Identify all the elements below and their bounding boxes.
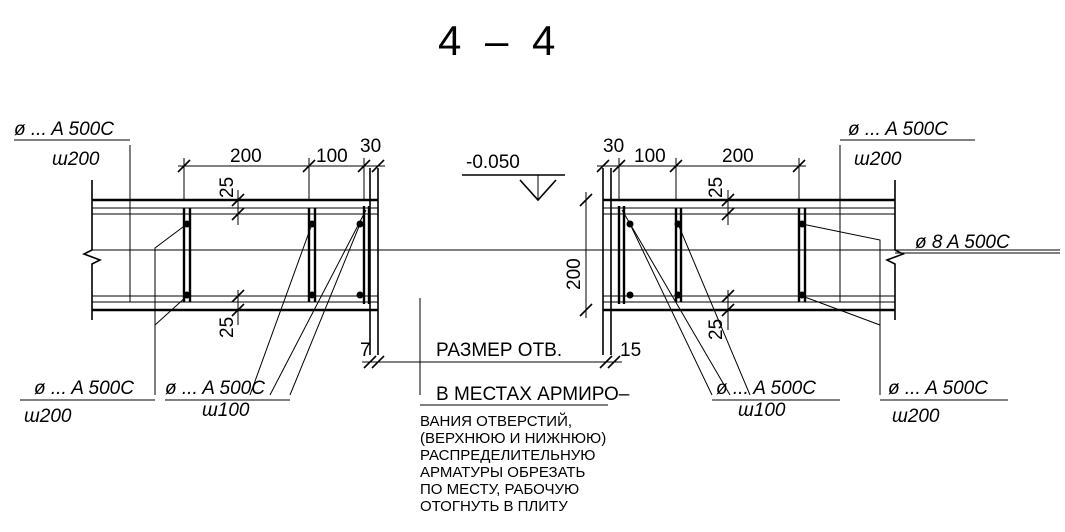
top-dimensions: 200 100 30 30 100 200 <box>177 136 806 200</box>
right-slab <box>602 145 905 396</box>
note-line: ОТОГНУТЬ В ПЛИТУ <box>420 498 568 515</box>
callout-bottom-right-inner: ø ... A 500C ш100 <box>712 378 840 421</box>
rebar-dot <box>183 291 191 299</box>
callout-top-left: ø ... A 500C ш200 <box>14 119 130 170</box>
dim-left-30: 30 <box>360 136 381 157</box>
cover-dimensions: 25 25 25 25 <box>217 177 735 340</box>
dim-right-cover-bottom: 25 <box>706 319 727 340</box>
dim-left-100: 100 <box>316 146 348 167</box>
section-title: 4 – 4 <box>438 17 561 64</box>
callout-top-right-bar: ø ... A 500C <box>848 119 948 140</box>
reinforcement-note: В МЕСТАХ АРМИРО– ВАНИЯ ОТВЕРСТИЙ, (ВЕРХН… <box>420 384 630 515</box>
dim-gap-left: 7 <box>360 340 371 361</box>
dim-right-cover-top: 25 <box>706 177 727 198</box>
rebar-dot <box>674 291 682 299</box>
callout-bottom-left-outer-bar: ø ... A 500C <box>34 378 134 399</box>
callout-bottom-right-inner-spacing: ш100 <box>738 400 786 421</box>
rebar-dot <box>356 291 364 299</box>
callout-right-bar: ø 8 A 500C <box>915 232 1010 253</box>
opening-dimension: 7 15 РАЗМЕР ОТВ. <box>360 340 641 369</box>
dim-right-100: 100 <box>634 146 666 167</box>
callout-top-right-spacing: ш200 <box>854 149 902 170</box>
callout-top-left-bar: ø ... A 500C <box>14 119 114 140</box>
rebar-dot <box>626 291 634 299</box>
dim-left-200: 200 <box>230 146 262 167</box>
callout-bottom-left-outer: ø ... A 500C ш200 <box>20 378 155 427</box>
callout-top-right: ø ... A 500C ш200 <box>840 119 975 170</box>
callout-bottom-right-inner-bar: ø ... A 500C <box>716 378 816 399</box>
note-line: ПО МЕСТУ, РАБОЧУЮ <box>420 481 579 498</box>
callout-bottom-right-outer: ø ... A 500C ш200 <box>880 378 1008 427</box>
dim-slab-depth: 200 <box>564 258 585 290</box>
callout-right: ø 8 A 500C <box>895 232 1060 254</box>
dim-left-cover-top: 25 <box>217 177 238 198</box>
dim-opening-label: РАЗМЕР ОТВ. <box>436 340 562 361</box>
dim-right-30: 30 <box>603 136 624 157</box>
callout-bottom-left-inner-bar: ø ... A 500C <box>165 378 265 399</box>
callout-bottom-left-inner: ø ... A 500C ш100 <box>165 378 290 421</box>
dim-gap-right: 15 <box>620 340 641 361</box>
level-mark-text: -0.050 <box>466 152 520 173</box>
callout-bottom-left-outer-spacing: ш200 <box>24 406 72 427</box>
note-line: ВАНИЯ ОТВЕРСТИЙ, <box>420 412 572 430</box>
rebar-dot <box>798 291 806 299</box>
left-slab <box>82 145 379 396</box>
note-line: РАСПРЕДЕЛИТЕЛЬНУЮ <box>420 447 595 464</box>
note-heading: В МЕСТАХ АРМИРО– <box>436 384 630 405</box>
callout-bottom-right-outer-bar: ø ... A 500C <box>888 378 988 399</box>
note-line: (ВЕРХНЮЮ И НИЖНЮЮ) <box>420 430 606 447</box>
rebar-dot <box>308 291 316 299</box>
dim-right-200: 200 <box>722 146 754 167</box>
callout-bottom-right-outer-spacing: ш200 <box>892 406 940 427</box>
depth-dimension: 200 <box>564 192 593 318</box>
callout-top-left-spacing: ш200 <box>52 149 100 170</box>
dim-left-cover-bottom: 25 <box>217 317 238 338</box>
callout-bottom-left-inner-spacing: ш100 <box>202 400 250 421</box>
note-line: АРМАТУРЫ ОБРЕЗАТЬ <box>420 464 586 481</box>
level-marker: -0.050 <box>462 152 565 202</box>
